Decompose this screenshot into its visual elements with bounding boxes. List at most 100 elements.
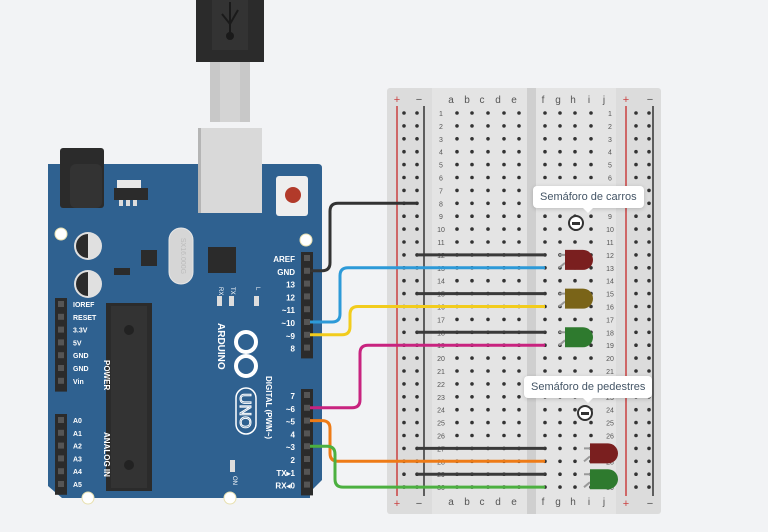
breadboard-hole[interactable] <box>470 149 474 154</box>
rail-hole[interactable] <box>647 330 651 335</box>
breadboard-hole[interactable] <box>455 433 459 438</box>
breadboard-hole[interactable] <box>517 175 521 180</box>
rail-hole[interactable] <box>634 240 638 244</box>
breadboard-hole[interactable] <box>589 149 593 154</box>
rail-hole[interactable] <box>415 162 419 167</box>
rail-hole[interactable] <box>634 124 638 128</box>
breadboard-hole[interactable] <box>455 137 459 141</box>
breadboard-hole[interactable] <box>486 188 490 193</box>
breadboard-hole[interactable] <box>517 317 521 322</box>
breadboard-hole[interactable] <box>486 201 490 206</box>
breadboard-hole[interactable] <box>502 162 506 167</box>
rail-hole[interactable] <box>647 162 651 167</box>
breadboard-hole[interactable] <box>517 433 521 438</box>
rail-hole[interactable] <box>647 137 651 141</box>
breadboard-hole[interactable] <box>486 227 490 231</box>
breadboard-hole[interactable] <box>486 214 490 218</box>
header-pin[interactable] <box>304 392 310 398</box>
breadboard-hole[interactable] <box>455 188 459 193</box>
rail-hole[interactable] <box>634 253 638 257</box>
rail-hole[interactable] <box>415 433 419 438</box>
rail-hole[interactable] <box>634 278 638 283</box>
rail-hole[interactable] <box>402 175 406 180</box>
rail-hole[interactable] <box>402 291 406 296</box>
rail-hole[interactable] <box>415 214 419 218</box>
breadboard-hole[interactable] <box>502 420 506 425</box>
header-pin[interactable] <box>58 442 64 449</box>
breadboard-hole[interactable] <box>486 317 490 322</box>
rail-hole[interactable] <box>415 175 419 180</box>
rail-hole[interactable] <box>647 266 651 270</box>
breadboard-hole[interactable] <box>589 162 593 167</box>
rail-hole[interactable] <box>634 149 638 154</box>
rail-hole[interactable] <box>415 137 419 141</box>
breadboard-hole[interactable] <box>470 407 474 412</box>
rail-hole[interactable] <box>647 472 651 477</box>
breadboard-hole[interactable] <box>543 227 547 231</box>
rail-hole[interactable] <box>634 459 638 464</box>
rail-hole[interactable] <box>634 485 638 489</box>
header-pin[interactable] <box>58 352 64 359</box>
breadboard-hole[interactable] <box>502 175 506 180</box>
minus-marker-icon[interactable] <box>568 215 584 231</box>
breadboard-hole[interactable] <box>486 395 490 399</box>
breadboard-hole[interactable] <box>573 175 577 180</box>
rail-hole[interactable] <box>647 420 651 425</box>
rail-hole[interactable] <box>647 278 651 283</box>
breadboard-hole[interactable] <box>486 433 490 438</box>
led-car-red[interactable] <box>565 249 593 270</box>
breadboard-hole[interactable] <box>455 124 459 128</box>
rail-hole[interactable] <box>647 240 651 244</box>
breadboard-hole[interactable] <box>558 124 562 128</box>
breadboard-hole[interactable] <box>558 485 562 489</box>
breadboard-hole[interactable] <box>486 278 490 283</box>
breadboard-hole[interactable] <box>558 162 562 167</box>
breadboard-hole[interactable] <box>455 369 459 373</box>
breadboard-hole[interactable] <box>455 356 459 360</box>
breadboard-hole[interactable] <box>558 149 562 154</box>
breadboard-hole[interactable] <box>470 420 474 425</box>
breadboard-hole[interactable] <box>573 111 577 115</box>
wire-6[interactable] <box>310 343 545 410</box>
rail-hole[interactable] <box>402 433 406 438</box>
breadboard-hole[interactable] <box>558 175 562 180</box>
breadboard-hole[interactable] <box>455 420 459 425</box>
breadboard-hole[interactable] <box>573 240 577 244</box>
header-pin[interactable] <box>58 326 64 333</box>
minus-marker-icon[interactable] <box>577 405 593 421</box>
breadboard-hole[interactable] <box>517 407 521 412</box>
breadboard-hole[interactable] <box>470 317 474 322</box>
breadboard-hole[interactable] <box>470 382 474 386</box>
rail-hole[interactable] <box>634 407 638 412</box>
usb-cable[interactable] <box>196 0 264 122</box>
breadboard-hole[interactable] <box>455 149 459 154</box>
rail-hole[interactable] <box>415 317 419 322</box>
breadboard-hole[interactable] <box>589 227 593 231</box>
breadboard-hole[interactable] <box>502 317 506 322</box>
breadboard-hole[interactable] <box>486 407 490 412</box>
rail-hole[interactable] <box>634 304 638 309</box>
rail-hole[interactable] <box>634 369 638 373</box>
breadboard-hole[interactable] <box>502 433 506 438</box>
breadboard-hole[interactable] <box>589 240 593 244</box>
rail-hole[interactable] <box>634 356 638 360</box>
header-pin[interactable] <box>304 468 310 475</box>
breadboard-hole[interactable] <box>589 278 593 283</box>
header-pin[interactable] <box>304 267 310 274</box>
breadboard-hole[interactable] <box>455 111 459 115</box>
breadboard-hole[interactable] <box>455 214 459 218</box>
breadboard-hole[interactable] <box>455 407 459 412</box>
rail-hole[interactable] <box>634 227 638 231</box>
breadboard-hole[interactable] <box>543 111 547 115</box>
rail-hole[interactable] <box>415 240 419 244</box>
header-pin[interactable] <box>304 331 310 338</box>
rail-hole[interactable] <box>402 149 406 154</box>
breadboard-hole[interactable] <box>573 485 577 489</box>
breadboard-hole[interactable] <box>486 124 490 128</box>
rail-hole[interactable] <box>402 188 406 193</box>
rail-hole[interactable] <box>634 446 638 451</box>
header-pin[interactable] <box>58 339 64 346</box>
rail-hole[interactable] <box>402 330 406 335</box>
rail-hole[interactable] <box>402 420 406 425</box>
rail-hole[interactable] <box>647 446 651 451</box>
